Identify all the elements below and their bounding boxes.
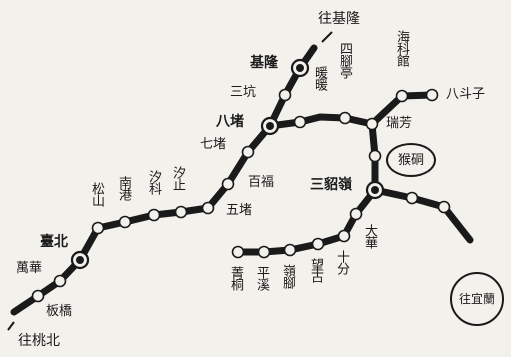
keelung-branch xyxy=(266,44,318,130)
label-keelung: 基隆 xyxy=(250,55,278,71)
stop-banqiao xyxy=(31,289,45,303)
direction-to-yilan: 往宜蘭 xyxy=(450,272,504,326)
stop-haikeguan xyxy=(395,89,409,103)
label-haikeguan: 海科館 xyxy=(394,30,409,66)
stop-linglian xyxy=(283,243,297,257)
stop-songshan xyxy=(91,221,105,235)
stop-jingtong xyxy=(231,245,245,259)
label-nuannuan: 暖暖 xyxy=(312,66,327,90)
stop-pingxi xyxy=(257,245,271,259)
label-wanggu: 望古 xyxy=(308,258,323,282)
label-songshan: 松山 xyxy=(89,182,104,206)
stop-yilan-2 xyxy=(437,200,451,214)
label-wanhua: 萬華 xyxy=(16,261,43,276)
label-shifen: 十分 xyxy=(334,250,349,274)
stop-houtong xyxy=(368,149,382,163)
label-xizhi: 汐止 xyxy=(170,166,185,190)
label-badu: 八堵 xyxy=(216,114,244,130)
stop-wanggu xyxy=(311,237,325,251)
label-wudu: 五堵 xyxy=(226,203,253,218)
label-houtong: 猴硐 xyxy=(386,143,436,177)
label-pingxi: 平溪 xyxy=(254,266,269,290)
stop-nangang xyxy=(118,215,132,229)
stop-yilan-1 xyxy=(405,191,419,205)
arrow-taoyuan xyxy=(7,321,15,331)
stop-qidu xyxy=(241,145,255,159)
label-dahua: 大華 xyxy=(362,224,377,248)
direction-to-taoyuan: 往桃北 xyxy=(18,333,60,349)
label-sijiaoting: 四腳亭 xyxy=(337,42,352,78)
label-taipei: 臺北 xyxy=(40,234,68,250)
stop-baifu xyxy=(221,177,235,191)
arrow-keelung xyxy=(321,31,333,43)
stop-sijiaoting xyxy=(338,111,352,125)
main-line-north xyxy=(266,92,406,130)
label-baifu: 百福 xyxy=(248,175,275,190)
direction-to-keelung: 往基隆 xyxy=(318,11,360,27)
label-xike: 汐科 xyxy=(146,170,161,194)
label-sandiaoling: 三貂嶺 xyxy=(310,177,352,193)
label-linglian: 嶺腳 xyxy=(280,264,295,288)
stop-ruifang xyxy=(365,117,379,131)
label-banqiao: 板橋 xyxy=(46,304,73,319)
label-badouzi: 八斗子 xyxy=(446,87,486,102)
label-ruifang: 瑞芳 xyxy=(386,116,413,131)
label-sankeng: 三坑 xyxy=(230,85,257,100)
hub-markers xyxy=(70,58,385,270)
stop-badouzi xyxy=(425,88,439,102)
label-jingtong: 菁桐 xyxy=(228,266,243,290)
stop-wanhua xyxy=(53,274,67,288)
label-nangang: 南港 xyxy=(116,176,131,200)
stop-shifen xyxy=(337,229,351,243)
pingxi-line xyxy=(234,186,379,256)
stop-wudu xyxy=(201,201,215,215)
label-qidu: 七堵 xyxy=(200,137,227,152)
stop-sankeng xyxy=(278,88,292,102)
stop-xizhi xyxy=(174,205,188,219)
stop-dahua xyxy=(349,207,363,221)
stop-xike xyxy=(147,208,161,222)
stop-markers xyxy=(31,88,451,303)
stop-nuannuan xyxy=(293,115,307,129)
yilan-line xyxy=(371,186,474,244)
